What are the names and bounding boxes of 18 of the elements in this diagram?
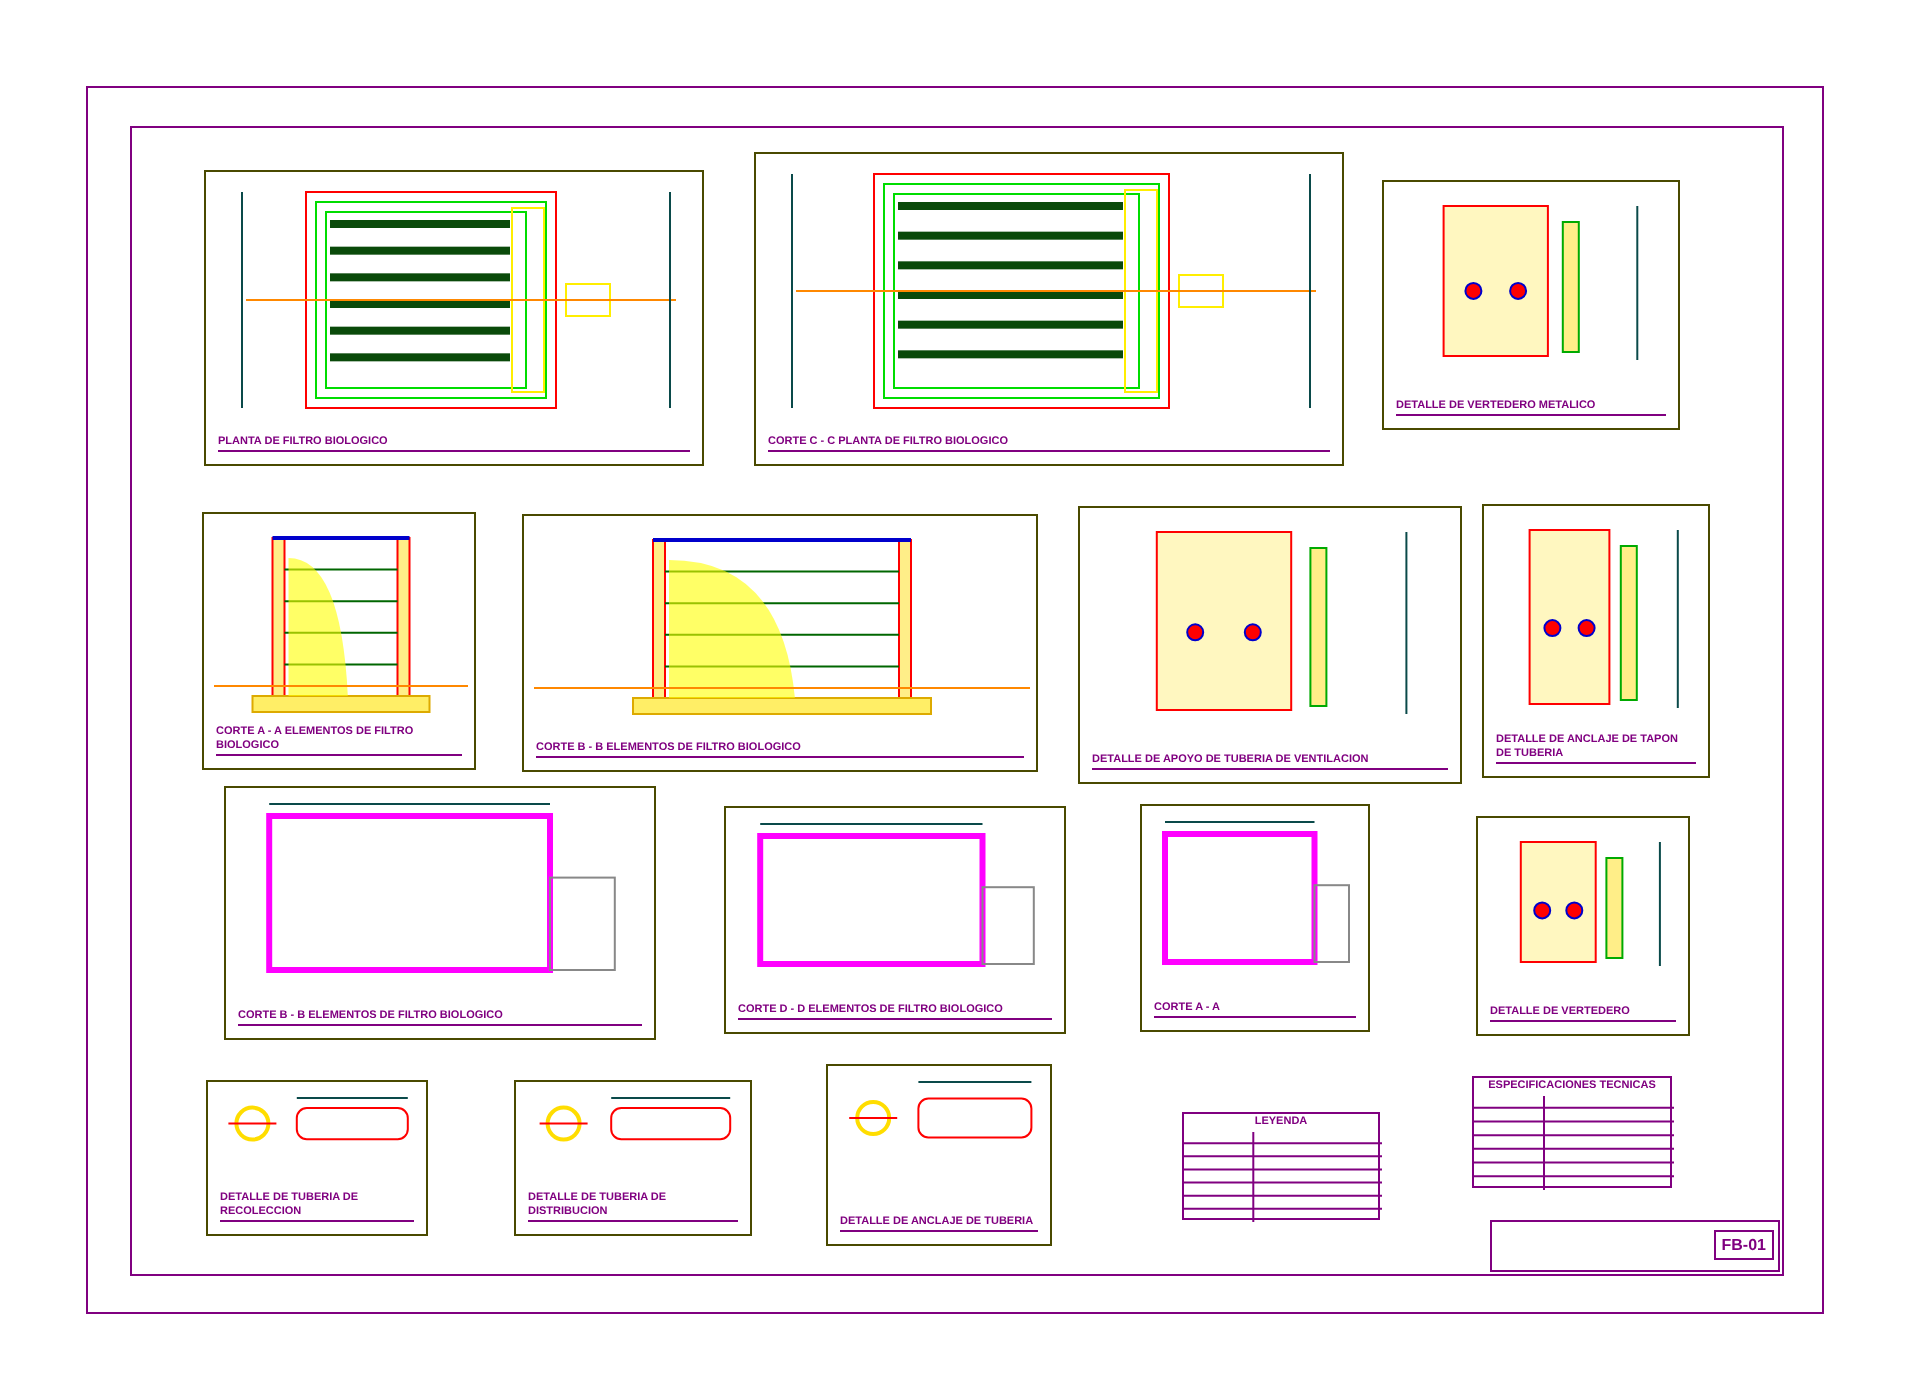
drawing-panel [204, 170, 704, 466]
drawing-panel [206, 1080, 428, 1236]
legend-table [1182, 1112, 1380, 1220]
drawing-panel [224, 786, 656, 1040]
specification-table [1472, 1076, 1672, 1188]
sheet-number: FB-01 [1713, 1230, 1774, 1260]
drawing-panel [724, 806, 1066, 1034]
drawing-panel [826, 1064, 1052, 1246]
drawing-panel [514, 1080, 752, 1236]
drawing-panel [1382, 180, 1680, 430]
drawing-panel [754, 152, 1344, 466]
drawing-panel [1078, 506, 1462, 784]
drawing-panel [202, 512, 476, 770]
drawing-panel [1476, 816, 1690, 1036]
drawing-panel [1140, 804, 1370, 1032]
title-block [1490, 1220, 1780, 1272]
drawing-panel [1482, 504, 1710, 778]
drawing-panel [522, 514, 1038, 772]
